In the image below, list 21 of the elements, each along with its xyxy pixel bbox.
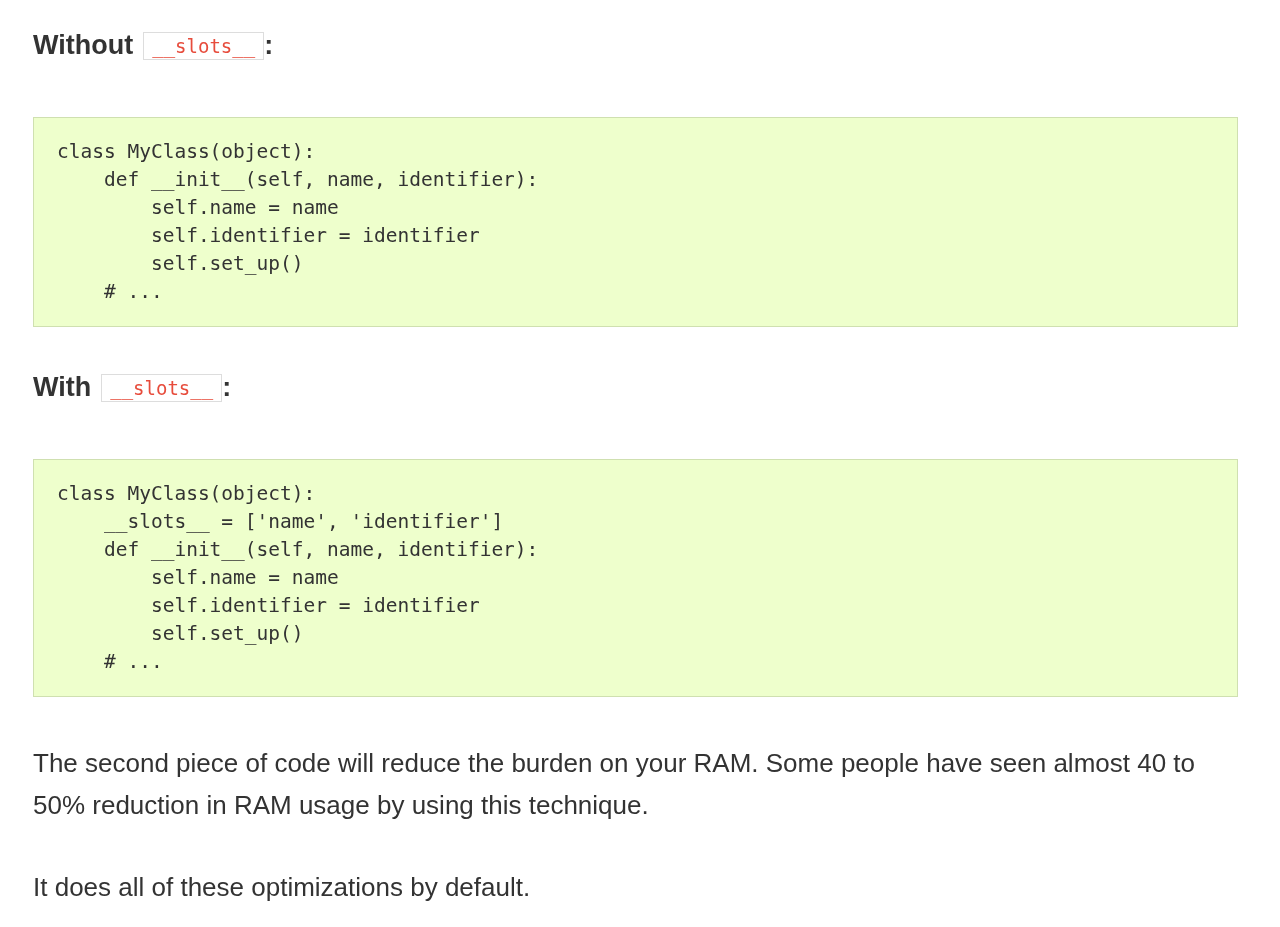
heading-text: : [264, 30, 274, 61]
code-line: self.name = name [149, 195, 340, 221]
inline-code: __slots__ [143, 31, 265, 60]
heading-text: With [33, 372, 92, 403]
code-line: __slots__ = ['name', 'identifier'] [102, 509, 505, 535]
paragraph: The second piece of code will reduce the burden on your RAM. Some people have seen almost 40 to 50% reduction in RAM usage by using this technique. [33, 747, 1197, 822]
code-line: # ... [102, 279, 164, 305]
code-line: def __init__(self, name, identifier): [102, 537, 540, 563]
code-line: def __init__(self, name, identifier): [102, 167, 540, 193]
code-line: self.set_up() [149, 621, 305, 647]
paragraph: It does all of these optimizations by default. [33, 871, 532, 904]
code-line: self.identifier = identifier [149, 593, 481, 619]
inline-code: __slots__ [101, 373, 223, 402]
heading-text: Without [33, 30, 134, 61]
code-line: class MyClass(object): [57, 139, 317, 165]
code-line: self.set_up() [149, 251, 305, 277]
code-line: self.name = name [149, 565, 340, 591]
code-line: class MyClass(object): [57, 481, 317, 507]
code-line: # ... [102, 649, 164, 675]
code-line: self.identifier = identifier [149, 223, 481, 249]
heading-text: : [222, 372, 232, 403]
